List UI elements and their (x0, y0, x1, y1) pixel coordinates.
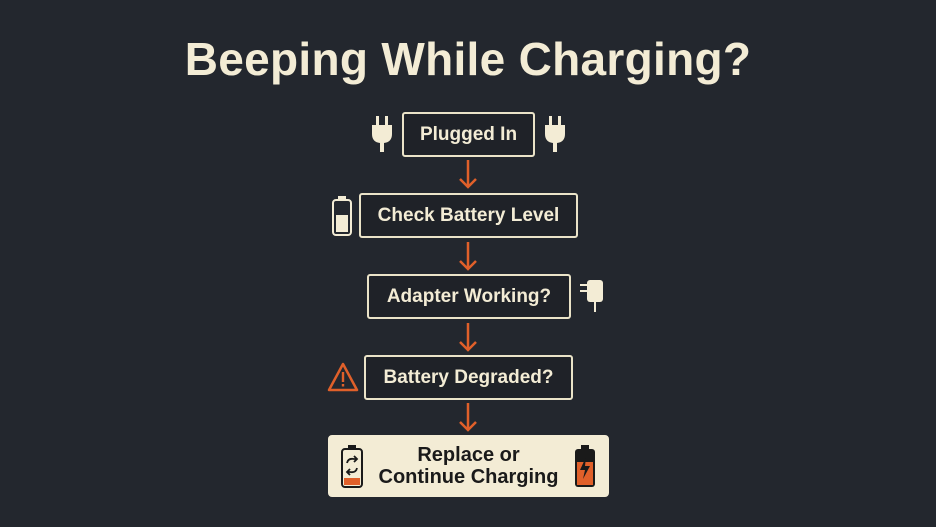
step-label-line2: Continue Charging (378, 466, 559, 488)
step-label-line1: Replace or (417, 444, 520, 466)
plug-icon (372, 116, 392, 152)
power-adapter-icon (580, 280, 603, 312)
battery-half-icon (332, 196, 352, 236)
flow-arrow (459, 242, 477, 271)
diagram-title: Beeping While Charging? (184, 33, 752, 85)
plug-icon (545, 116, 565, 152)
flow-arrow (459, 403, 477, 432)
battery-replace-icon (341, 445, 363, 488)
step-plugged-in: Plugged In (402, 112, 535, 157)
step-label: Plugged In (419, 123, 518, 145)
step-label: Adapter Working? (386, 285, 552, 307)
step-replace-or-continue: Replace or Continue Charging (328, 435, 609, 497)
flow-arrow (459, 160, 477, 189)
step-battery-degraded: Battery Degraded? (364, 355, 573, 400)
step-label: Battery Degraded? (383, 366, 554, 388)
step-label: Check Battery Level (377, 204, 560, 226)
warning-icon (327, 362, 359, 392)
step-check-battery-level: Check Battery Level (359, 193, 578, 238)
step-adapter-working: Adapter Working? (367, 274, 571, 319)
battery-charging-icon (575, 445, 595, 487)
flow-arrow (459, 323, 477, 352)
